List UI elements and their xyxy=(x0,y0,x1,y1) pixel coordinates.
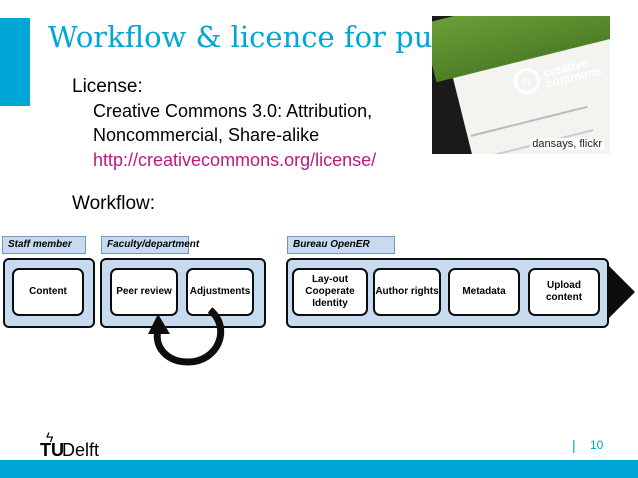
title-accent-bar xyxy=(0,18,30,106)
step-author-rights: Author rights xyxy=(373,268,441,316)
review-loop-arrow-icon xyxy=(148,306,230,368)
license-heading: License: xyxy=(72,76,143,98)
workflow-heading: Workflow: xyxy=(72,193,155,215)
tu-delft-logo: ϟ TU Delft xyxy=(40,433,110,461)
logo-delft: Delft xyxy=(62,440,99,461)
photo-credit: dansays, flickr xyxy=(530,138,604,150)
cc-logo-icon: cc xyxy=(514,68,540,94)
step-layout-identity: Lay-out Cooperate Identity xyxy=(292,268,368,316)
license-line-2: Noncommercial, Share-alike xyxy=(93,125,319,146)
license-line-1: Creative Commons 3.0: Attribution, xyxy=(93,101,372,122)
step-metadata: Metadata xyxy=(448,268,520,316)
license-link[interactable]: http://creativecommons.org/license/ xyxy=(93,150,376,171)
step-content: Content xyxy=(12,268,84,316)
page-number: 10 xyxy=(590,438,603,452)
footer-separator: | xyxy=(572,437,576,453)
flow-arrow-icon xyxy=(609,266,635,318)
footer-stripe xyxy=(0,460,638,478)
group-label-bureau: Bureau OpenER xyxy=(287,236,395,254)
creative-commons-photo: cc creative commons dansays, flickr xyxy=(432,16,610,154)
logo-tu: TU xyxy=(40,440,64,461)
step-upload-content: Upload content xyxy=(528,268,600,316)
group-label-faculty: Faculty/department xyxy=(101,236,189,254)
group-label-staff: Staff member xyxy=(2,236,86,254)
